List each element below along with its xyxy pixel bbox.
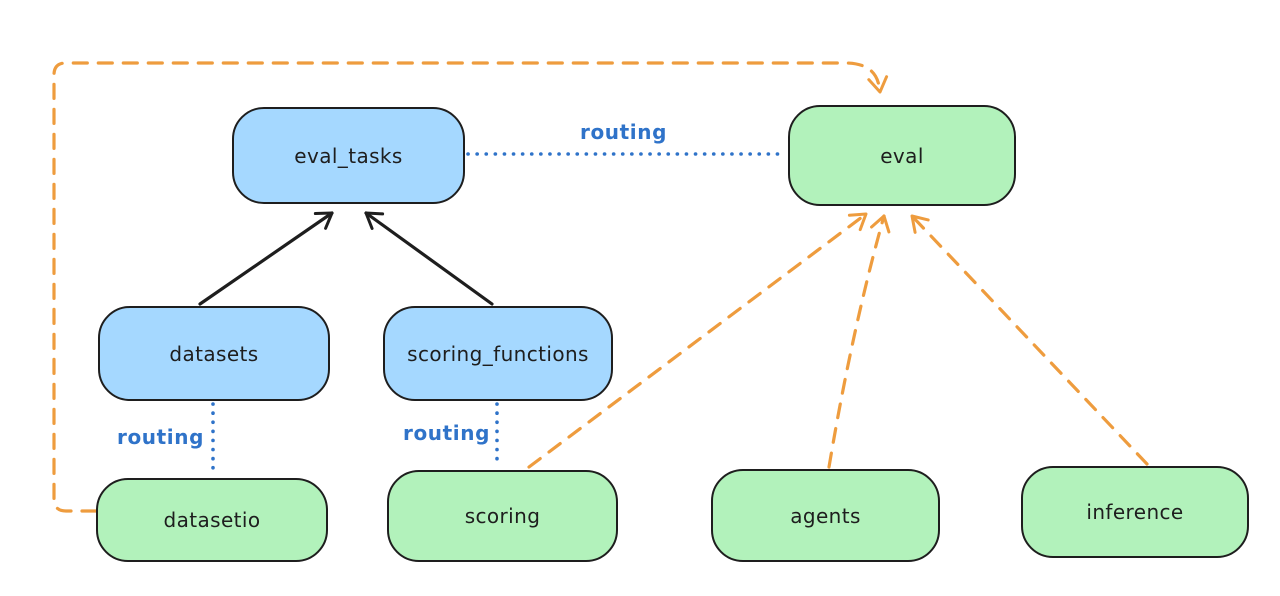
routing-label-datasets-datasetio: routing — [117, 425, 205, 449]
node-eval-label: eval — [880, 143, 924, 168]
edge-inference-to-eval — [910, 214, 1149, 466]
routing-label-eval-tasks-eval: routing — [580, 120, 668, 144]
node-inference-label: inference — [1086, 500, 1184, 524]
node-eval-tasks: eval_tasks — [232, 107, 465, 204]
edge-datasetio-to-eval — [52, 61, 889, 513]
node-inference: inference — [1021, 466, 1249, 558]
edge-scoring-functions-to-eval-tasks — [364, 211, 494, 306]
node-datasets-label: datasets — [169, 341, 259, 366]
node-scoring-functions-label: scoring_functions — [407, 341, 589, 366]
edge-agents-to-eval — [827, 214, 891, 469]
node-eval-tasks-label: eval_tasks — [294, 143, 403, 168]
node-datasetio: datasetio — [96, 478, 328, 562]
node-agents-label: agents — [790, 503, 861, 528]
node-eval: eval — [788, 105, 1016, 206]
node-scoring-functions: scoring_functions — [383, 306, 613, 401]
node-datasetio-label: datasetio — [163, 508, 261, 532]
routing-label-scoring-functions-scoring: routing — [403, 421, 491, 445]
node-scoring: scoring — [387, 470, 618, 562]
edge-datasets-to-eval-tasks — [198, 211, 334, 306]
node-scoring-label: scoring — [464, 504, 541, 528]
node-datasets: datasets — [98, 306, 330, 401]
node-agents: agents — [711, 469, 940, 562]
edge-scoring-to-eval — [527, 212, 868, 469]
